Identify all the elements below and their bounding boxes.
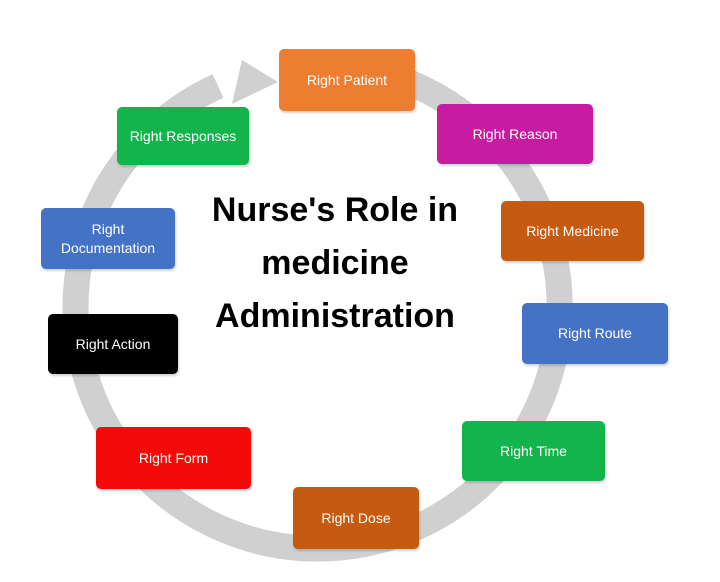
step-right-patient: Right Patient — [279, 49, 415, 111]
step-right-dose: Right Dose — [293, 487, 419, 549]
step-right-action: Right Action — [48, 314, 178, 374]
diagram-title: Nurse's Role in medicine Administration — [190, 184, 480, 343]
step-right-form: Right Form — [96, 427, 251, 489]
ring-arrow-head — [232, 60, 278, 104]
step-right-documentation: Right Documentation — [41, 208, 175, 269]
step-right-responses: Right Responses — [117, 107, 249, 165]
title-line-1: Nurse's Role in — [211, 191, 459, 229]
step-right-medicine: Right Medicine — [501, 201, 644, 261]
step-right-route: Right Route — [522, 303, 668, 364]
title-line-3: Administration — [215, 297, 455, 335]
step-right-time: Right Time — [462, 421, 605, 481]
title-line-2: medicine — [261, 244, 409, 282]
step-right-reason: Right Reason — [437, 104, 593, 164]
